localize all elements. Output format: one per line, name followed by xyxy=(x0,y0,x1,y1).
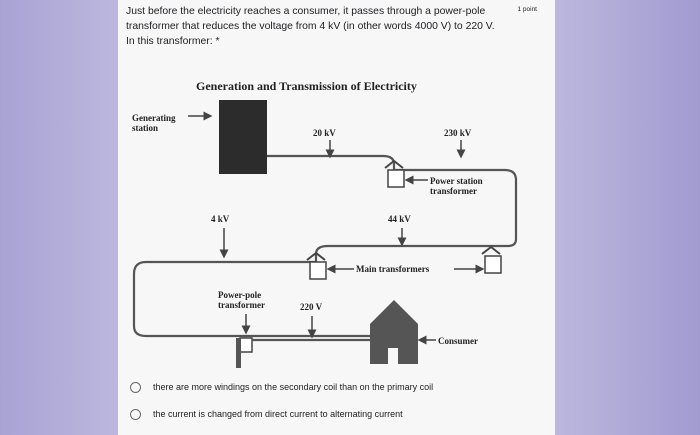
generating-station-building xyxy=(219,100,267,174)
generating-station-line1: Generating xyxy=(132,113,176,123)
option-2-label: the current is changed from direct curre… xyxy=(153,409,403,419)
background-right xyxy=(555,0,700,435)
background-left xyxy=(0,0,118,435)
power-pole-line2: transformer xyxy=(218,300,265,310)
diagram-title: Generation and Transmission of Electrici… xyxy=(196,79,417,93)
power-pole-line1: Power-pole xyxy=(218,290,261,300)
power-station-transformer xyxy=(387,169,405,188)
upper-wire xyxy=(267,154,518,248)
option-1-radio[interactable] xyxy=(130,381,141,393)
label-44kv: 44 kV xyxy=(388,214,411,224)
power-pole-transformer-label: Power-pole transformer xyxy=(218,290,265,310)
option-2-radio[interactable] xyxy=(130,408,141,420)
house-door xyxy=(388,348,398,364)
label-4kv: 4 kV xyxy=(211,214,230,224)
power-pole xyxy=(236,338,241,368)
question-text: Just before the electricity reaches a co… xyxy=(126,6,495,47)
question-card: Just before the electricity reaches a co… xyxy=(118,0,555,435)
power-pole-transformer xyxy=(239,337,253,353)
power-station-transformer-top xyxy=(384,159,404,169)
label-20kv: 20 kV xyxy=(313,128,336,138)
option-1[interactable]: there are more windings on the secondary… xyxy=(130,378,433,396)
transmission-diagram: Generation and Transmission of Electrici… xyxy=(132,79,518,368)
label-220v: 220 V xyxy=(300,302,323,312)
label-230kv: 230 kV xyxy=(444,128,472,138)
power-station-transformer-label: Power station transformer xyxy=(430,176,485,196)
consumer-label: Consumer xyxy=(438,336,478,346)
consumer-house xyxy=(370,300,418,364)
generating-station-line2: station xyxy=(132,123,158,133)
main-transformers-label: Main transformers xyxy=(356,264,430,274)
power-station-line2: transformer xyxy=(430,186,477,196)
points-label: 1 point xyxy=(517,6,537,13)
main-transformer-left xyxy=(309,261,327,280)
main-transformer-right-top xyxy=(481,245,501,255)
option-2[interactable]: the current is changed from direct curre… xyxy=(130,405,403,423)
main-transformer-left-top xyxy=(306,251,326,261)
power-station-line1: Power station xyxy=(430,176,483,186)
option-1-label: there are more windings on the secondary… xyxy=(153,382,434,392)
required-marker: * xyxy=(215,36,220,47)
generating-station-label: Generating station xyxy=(132,113,178,133)
main-transformer-right xyxy=(484,255,502,274)
middle-wire xyxy=(132,244,501,338)
